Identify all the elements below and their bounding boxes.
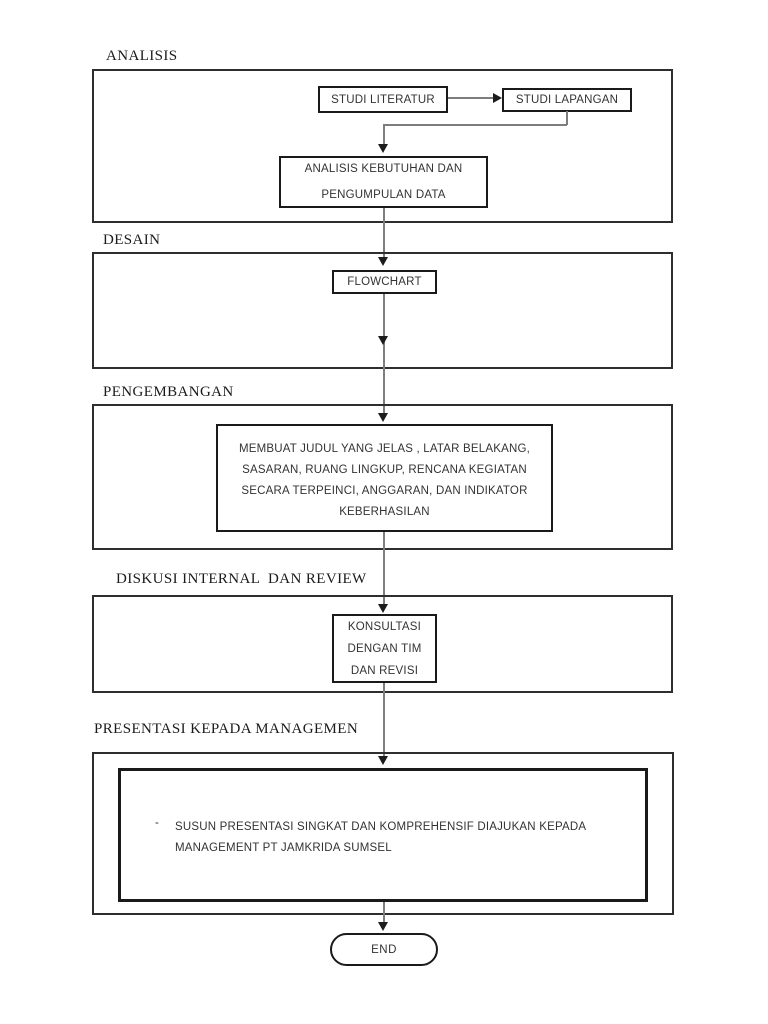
- node-presentasi-detail: - SUSUN PRESENTASI SINGKAT DAN KOMPREHEN…: [118, 768, 648, 902]
- node-analisis-kebutuhan-line1: ANALISIS KEBUTUHAN DAN: [304, 163, 463, 175]
- section-label-analisis: ANALISIS: [106, 48, 178, 64]
- node-analisis-kebutuhan: ANALISIS KEBUTUHAN DAN PENGUMPULAN DATA: [279, 156, 488, 208]
- node-pengembangan-line2: SASARAN, RUANG LINGKUP, RENCANA KEGIATAN: [242, 464, 527, 476]
- node-pengembangan-line3: SECARA TERPEINCI, ANGGARAN, DAN INDIKATO…: [241, 485, 528, 497]
- arrowhead-down-icon: [378, 756, 388, 765]
- node-analisis-kebutuhan-line2: PENGUMPULAN DATA: [321, 189, 446, 201]
- section-label-pengembangan: PENGEMBANGAN: [103, 384, 234, 400]
- section-label-desain: DESAIN: [103, 232, 161, 248]
- connector-line-lapangan-drop: [566, 111, 568, 125]
- node-flowchart: FLOWCHART: [332, 270, 437, 294]
- node-presentasi-line2: MANAGEMENT PT JAMKRIDA SUMSEL: [175, 842, 392, 854]
- node-end-terminator: END: [330, 933, 438, 966]
- connector-line-into-kebutuhan: [383, 124, 385, 146]
- node-studi-literatur: STUDI LITERATUR: [318, 86, 448, 113]
- arrowhead-down-icon: [378, 413, 388, 422]
- node-konsultasi-line1: KONSULTASI: [347, 620, 422, 633]
- connector-line-konsultasi-presentasi: [383, 683, 385, 758]
- arrowhead-right-icon: [493, 93, 502, 103]
- bullet-dash: -: [155, 817, 160, 829]
- node-pengembangan-line1: MEMBUAT JUDUL YANG JELAS , LATAR BELAKAN…: [238, 443, 531, 455]
- node-presentasi-line1: SUSUN PRESENTASI SINGKAT DAN KOMPREHENSI…: [175, 821, 587, 833]
- section-box-pengembangan: [92, 404, 673, 550]
- node-studi-lapangan: STUDI LAPANGAN: [502, 88, 632, 112]
- connector-line-kebutuhan-flowchart: [383, 208, 385, 259]
- arrowhead-down-icon: [378, 336, 388, 345]
- connector-line-literatur-lapangan: [448, 97, 494, 99]
- arrowhead-down-icon: [378, 144, 388, 153]
- section-label-diskusi: DISKUSI INTERNAL DAN REVIEW: [116, 571, 367, 587]
- arrowhead-down-icon: [378, 604, 388, 613]
- node-studi-lapangan-label: STUDI LAPANGAN: [515, 94, 619, 106]
- connector-line-lapangan-horizontal: [383, 124, 567, 126]
- node-flowchart-label: FLOWCHART: [347, 276, 422, 288]
- node-konsultasi: KONSULTASI DENGAN TIM DAN REVISI: [332, 614, 437, 683]
- node-end-label: END: [371, 943, 397, 956]
- node-studi-literatur-label: STUDI LITERATUR: [331, 93, 435, 106]
- connector-line-flowchart-pengembangan: [383, 294, 385, 415]
- section-box-desain: [92, 252, 673, 369]
- arrowhead-down-icon: [378, 257, 388, 266]
- section-box-diskusi: [92, 595, 673, 693]
- section-label-presentasi: PRESENTASI KEPADA MANAGEMEN: [94, 721, 359, 737]
- node-konsultasi-line3: DAN REVISI: [350, 664, 419, 677]
- node-pengembangan-detail: MEMBUAT JUDUL YANG JELAS , LATAR BELAKAN…: [216, 424, 553, 532]
- connector-line-pengembangan-konsultasi: [383, 532, 385, 606]
- section-box-analisis: [92, 69, 673, 223]
- arrowhead-down-icon: [378, 922, 388, 931]
- node-pengembangan-line4: KEBERHASILAN: [339, 506, 430, 518]
- connector-line-presentasi-end: [383, 902, 385, 925]
- node-konsultasi-line2: DENGAN TIM: [347, 642, 422, 655]
